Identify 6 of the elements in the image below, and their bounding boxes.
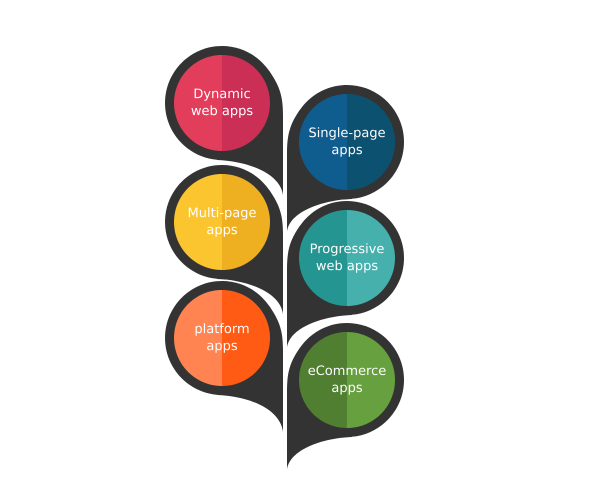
node-label: Single-page apps [309,127,385,157]
node-label: Progressive web apps [310,243,384,273]
node-label: eCommerce apps [308,365,386,395]
node-label: Dynamic web apps [191,88,252,118]
node-label: platform apps [196,323,249,353]
node-label: Multi-page apps [188,207,256,237]
